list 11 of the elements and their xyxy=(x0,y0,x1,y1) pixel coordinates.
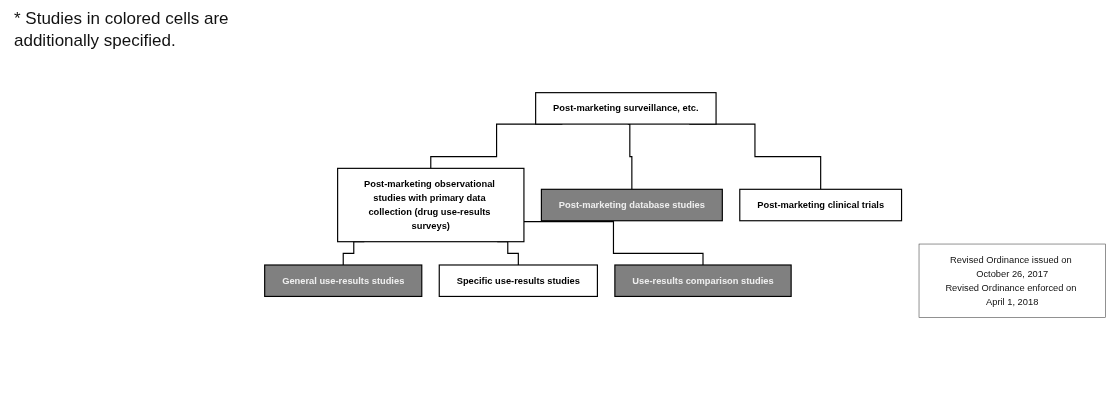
node-box: Use-results comparison studies xyxy=(614,264,792,297)
node-box: Post-marketing clinical trials xyxy=(739,188,903,222)
node-box: General use-results studies xyxy=(264,264,423,297)
node-box: Post-marketing observational studies with primary data collection (drug use-results surveys) xyxy=(337,167,525,243)
node-box: Specific use-results studies xyxy=(438,264,598,297)
connector xyxy=(523,220,704,266)
node-box: Post-marketing database studies xyxy=(540,188,723,222)
connector xyxy=(627,123,633,190)
footnote: * Studies in colored cells are additionally specified. xyxy=(14,8,230,52)
node-box: Revised Ordinance issued on October 26, 2017 Revised Ordinance enforced on April 1, 2018 xyxy=(918,243,1106,318)
node-box: Post-marketing surveillance, etc. xyxy=(535,92,717,125)
